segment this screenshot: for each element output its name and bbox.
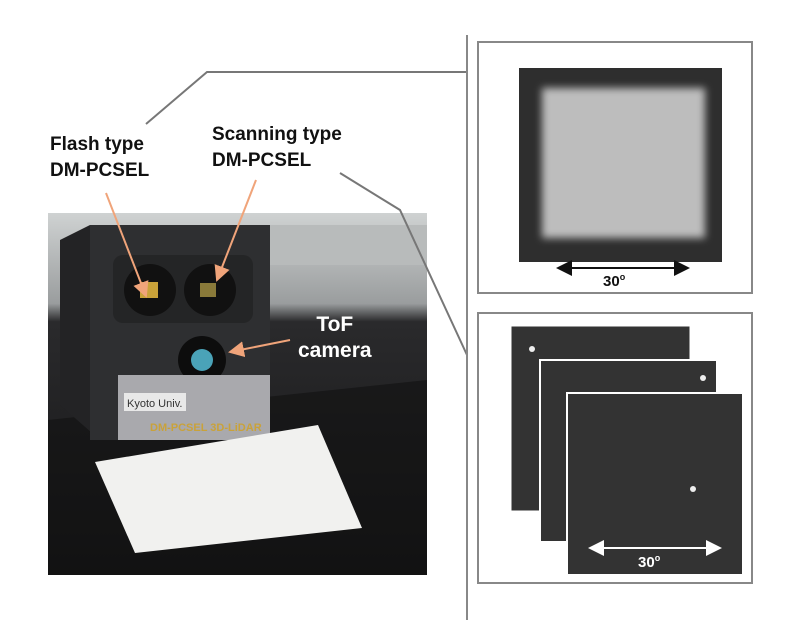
flash-label-line2: DM-PCSEL [50, 160, 150, 181]
scan-label-line1: Scanning type [212, 124, 342, 145]
plate-text: Kyoto Univ. [127, 398, 182, 410]
flash-label: Flash type DM-PCSEL [50, 132, 149, 184]
scan-label: Scanning type DM-PCSEL [212, 122, 342, 174]
flash-angle-label: 30o [603, 272, 626, 290]
scan-angle-label: 30o [638, 553, 661, 571]
flash-illumination [542, 88, 705, 238]
scan-spot-2 [700, 375, 706, 381]
scan-label-line2: DM-PCSEL [212, 150, 312, 171]
scan-spot-1 [529, 346, 535, 352]
flash-panel [477, 41, 753, 294]
lidar-device: Kyoto Univ. DM-PCSEL 3D-LiDAR [60, 225, 270, 440]
arrow-flash [105, 192, 149, 298]
scan-panel [477, 312, 753, 584]
tof-label: ToF camera [298, 312, 372, 364]
arrow-scan [214, 179, 257, 282]
tof-label-line2: camera [298, 339, 372, 362]
business-card [95, 425, 362, 553]
tof-label-line1: ToF [316, 313, 354, 336]
flash-label-line1: Flash type [50, 134, 144, 155]
arrow-tof [228, 339, 291, 358]
scan-spot-3 [690, 486, 696, 492]
connector-flash [145, 71, 467, 125]
model-text: DM-PCSEL 3D-LiDAR [150, 422, 262, 434]
lidar-photo: Kyoto Univ. DM-PCSEL 3D-LiDAR [48, 213, 427, 575]
connector-scan [339, 172, 468, 356]
